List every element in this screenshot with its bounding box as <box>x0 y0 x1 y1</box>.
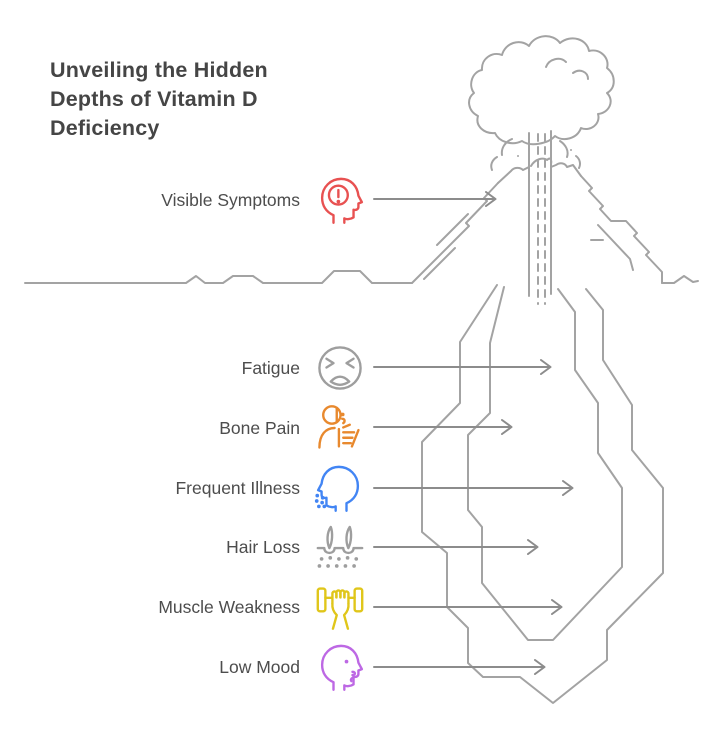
row-visible-symptoms: Visible Symptoms <box>161 174 366 226</box>
row-hair-loss: Hair Loss <box>226 521 366 573</box>
eruption-column-walls <box>528 130 552 297</box>
arrow-low-mood <box>373 659 546 675</box>
volcano-right-flank-ridge <box>590 224 634 271</box>
arrow-frequent-illness <box>373 480 574 496</box>
weary-face-icon <box>318 346 362 390</box>
eruption-cloud-inner-puffs <box>545 57 589 80</box>
arrow-visible-symptoms <box>373 191 497 207</box>
sad-head-icon <box>320 644 364 691</box>
underground-outer-outline <box>421 284 664 704</box>
low-mood-label: Low Mood <box>219 656 300 677</box>
hair-follicle-icon <box>316 525 364 568</box>
crater-rim <box>497 157 582 184</box>
muscle-weakness-label: Muscle Weakness <box>158 596 300 617</box>
arrow-muscle-weakness <box>373 599 563 615</box>
visible-symptoms-label: Visible Symptoms <box>161 189 300 210</box>
lava-splashes <box>490 138 581 171</box>
frequent-illness-label: Frequent Illness <box>175 477 300 498</box>
magma-conduit-dashed <box>537 133 546 305</box>
dumbbell-hand-icon <box>316 587 364 630</box>
volcano-left-flank-ridge <box>423 213 469 280</box>
arrow-hair-loss <box>373 539 539 555</box>
underground-inner-outline <box>467 286 623 641</box>
arrow-fatigue <box>373 359 552 375</box>
row-fatigue: Fatigue <box>242 342 366 394</box>
row-muscle-weakness: Muscle Weakness <box>158 581 366 633</box>
row-low-mood: Low Mood <box>219 641 366 693</box>
ground-line-left <box>24 270 413 284</box>
volcano-right-flank <box>580 175 663 284</box>
pointer-arrows <box>373 191 574 675</box>
ground-line-right <box>661 275 699 284</box>
row-bone-pain: Bone Pain <box>219 402 366 454</box>
volcano-left-flank <box>411 182 499 284</box>
skeleton-xray-icon <box>318 405 360 449</box>
alert-head-icon <box>320 177 364 224</box>
hair-loss-label: Hair Loss <box>226 536 300 557</box>
arrow-bone-pain <box>373 419 513 435</box>
eruption-cloud-outline <box>468 35 615 146</box>
sneezing-head-icon <box>314 465 360 512</box>
fatigue-label: Fatigue <box>241 357 300 378</box>
bone-pain-label: Bone Pain <box>219 417 300 438</box>
row-frequent-illness: Frequent Illness <box>175 462 366 514</box>
page-title: Unveiling the Hidden Depths of Vitamin D… <box>50 58 268 140</box>
